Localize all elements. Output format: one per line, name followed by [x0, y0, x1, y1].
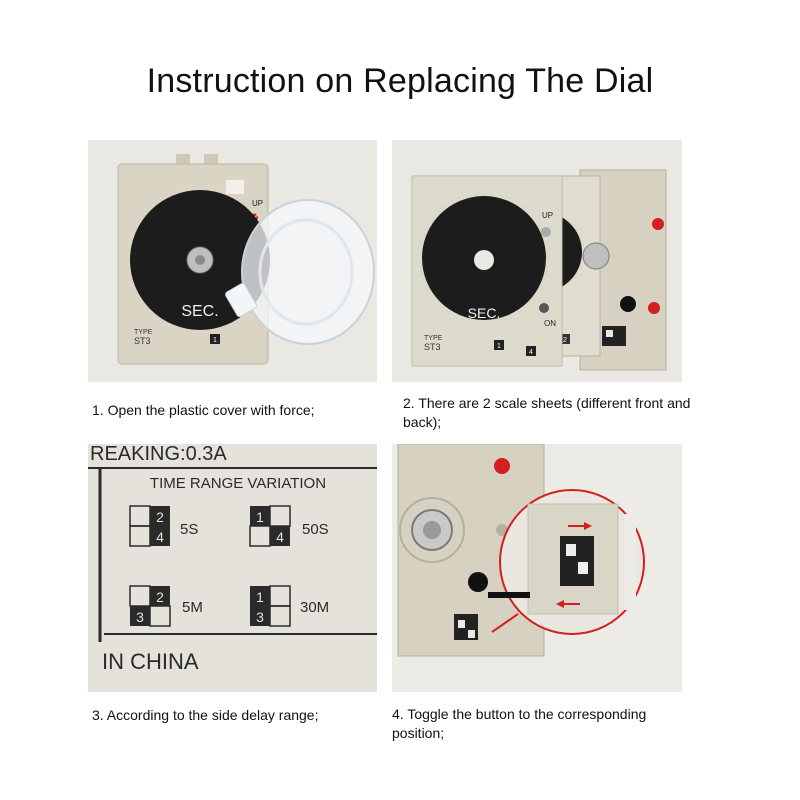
svg-text:3: 3: [256, 609, 264, 625]
arrow-right-icon: [584, 522, 592, 530]
svg-text:1: 1: [256, 589, 264, 605]
step-4-photo: [392, 444, 682, 692]
time-range-label-illustration: REAKING:0.3A TIME RANGE VARIATION 2 4 5S…: [88, 444, 377, 692]
dip-switch-toggle-illustration: [392, 444, 682, 692]
type-label: TYPE: [424, 335, 443, 342]
step-1-photo: UP SEC. TYPE ST3 1: [88, 140, 377, 382]
svg-text:4: 4: [529, 349, 533, 356]
plastic-cover: [241, 199, 375, 345]
svg-text:1: 1: [497, 343, 501, 350]
svg-text:2: 2: [156, 509, 164, 525]
up-label: UP: [252, 199, 263, 208]
breaking-text: REAKING:0.3A: [90, 444, 227, 465]
model-label: ST3: [424, 342, 441, 352]
up-label: UP: [542, 211, 553, 220]
step-4-caption: 4. Toggle the button to the correspondin…: [392, 706, 647, 741]
relay-scale-sheets-illustration: ON 30 2 SEC. UP ON TYPE ST3 1 4: [392, 140, 682, 382]
range-50s: 50S: [302, 521, 329, 538]
svg-text:1: 1: [213, 337, 217, 344]
step-2-photo: ON 30 2 SEC. UP ON TYPE ST3 1 4: [392, 140, 682, 382]
svg-text:2: 2: [563, 337, 567, 344]
svg-text:1: 1: [256, 509, 264, 525]
model-label: ST3: [134, 336, 151, 346]
step-1-caption: 1. Open the plastic cover with force;: [92, 402, 315, 418]
dial-unit-label: SEC.: [181, 303, 218, 320]
step-2-caption: 2. There are 2 scale sheets (different f…: [403, 395, 691, 430]
range-30m: 30M: [300, 599, 329, 616]
svg-text:4: 4: [156, 529, 164, 545]
made-in-text: IN CHINA: [102, 649, 199, 674]
on-label: ON: [544, 319, 556, 328]
time-range-heading: TIME RANGE VARIATION: [150, 475, 326, 492]
arrow-left-icon: [556, 600, 564, 608]
type-label: TYPE: [134, 329, 153, 336]
page-title: Instruction on Replacing The Dial: [146, 62, 654, 100]
svg-text:3: 3: [136, 609, 144, 625]
svg-text:4: 4: [276, 529, 284, 545]
dial-unit-label: SEC.: [468, 305, 501, 321]
step-3-caption: 3. According to the side delay range;: [92, 707, 319, 723]
range-5m: 5M: [182, 599, 203, 616]
relay-open-cover-illustration: UP SEC. TYPE ST3 1: [88, 140, 377, 382]
range-5s: 5S: [180, 521, 198, 538]
svg-text:2: 2: [156, 589, 164, 605]
step-3-photo: REAKING:0.3A TIME RANGE VARIATION 2 4 5S…: [88, 444, 377, 692]
